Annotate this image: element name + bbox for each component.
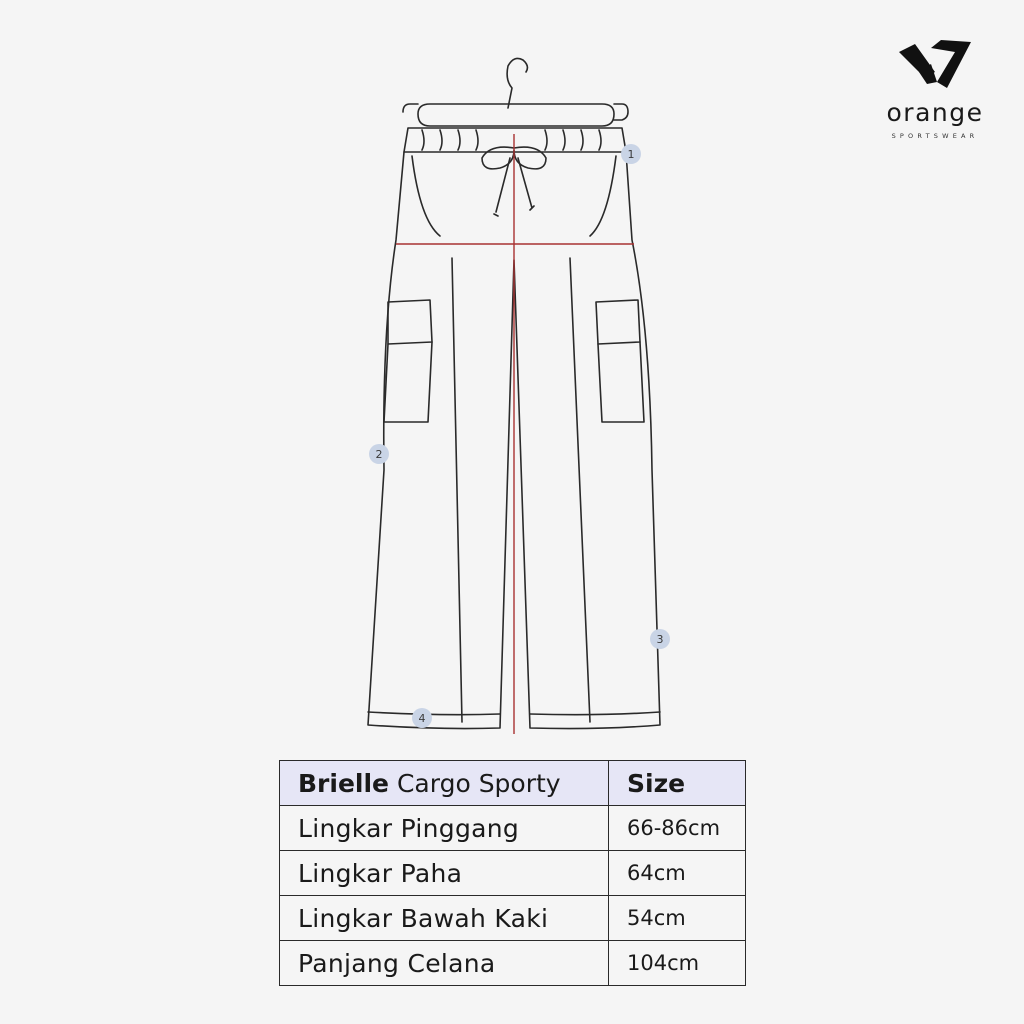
- row-label: Lingkar Pinggang: [279, 805, 609, 851]
- row-value: 104cm: [608, 940, 746, 986]
- hanger-hook: [506, 57, 529, 109]
- table-row: Lingkar Pinggang 66-86cm: [279, 805, 746, 851]
- marker-2: 2: [369, 444, 389, 464]
- row-value: 66-86cm: [608, 805, 746, 851]
- row-label: Lingkar Bawah Kaki: [279, 895, 609, 941]
- marker-4: 4: [412, 708, 432, 728]
- row-label: Panjang Celana: [279, 940, 609, 986]
- brand-logo: orange SPORTSWEAR: [880, 38, 990, 140]
- left-cargo-pocket: [387, 299, 433, 345]
- size-header: Size: [608, 760, 746, 806]
- brand-name: orange: [886, 98, 984, 127]
- orange-logo-icon: [899, 40, 971, 88]
- marker-3: 3: [650, 629, 670, 649]
- row-label: Lingkar Paha: [279, 850, 609, 896]
- hanger-bar: [417, 103, 615, 127]
- table-header-row: Brielle Cargo Sporty Size: [279, 760, 746, 806]
- table-row: Panjang Celana 104cm: [279, 940, 746, 986]
- size-chart-table: Brielle Cargo Sporty Size Lingkar Pingga…: [279, 760, 746, 986]
- row-value: 64cm: [608, 850, 746, 896]
- row-value: 54cm: [608, 895, 746, 941]
- product-name-bold: Brielle: [298, 768, 390, 798]
- cargo-pants-illustration: [367, 57, 661, 734]
- table-row: Lingkar Bawah Kaki 54cm: [279, 895, 746, 941]
- product-name-rest: Cargo Sporty: [389, 768, 561, 798]
- brand-tagline: SPORTSWEAR: [891, 132, 979, 140]
- table-row: Lingkar Paha 64cm: [279, 850, 746, 896]
- marker-1: 1: [621, 144, 641, 164]
- right-cargo-pocket: [595, 299, 641, 345]
- product-name-header: Brielle Cargo Sporty: [279, 760, 609, 806]
